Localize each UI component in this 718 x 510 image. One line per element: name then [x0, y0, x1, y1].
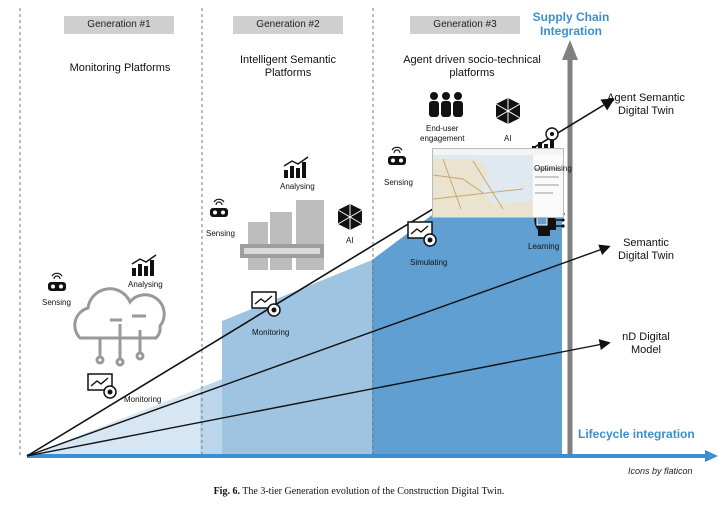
gen1-region — [27, 388, 200, 456]
gen3-simulating-label: Simulating — [410, 258, 448, 267]
gen3-optimising-label: Optimising — [534, 164, 572, 173]
icon-credit: Icons by flaticon — [628, 466, 693, 476]
robot-icon — [210, 198, 228, 217]
building-icon — [240, 200, 324, 270]
monitor-icon — [87, 373, 117, 399]
generation-1-badge: Generation #1 — [64, 16, 174, 34]
gen1-gen2-gap — [200, 379, 222, 456]
lifecycle-label: Lifecycle integration — [578, 427, 695, 441]
supply-chain-arrowhead — [562, 40, 578, 60]
cloud-network-icon — [73, 287, 166, 367]
figure-caption: Fig. 6. The 3-tier Generation evolution … — [0, 486, 718, 497]
gen1-monitoring-label: Monitoring — [124, 395, 162, 404]
gen3-learning-label: Learning — [528, 242, 560, 251]
gen2-analysing-label: Analysing — [280, 182, 315, 191]
gen3-ai-label: AI — [504, 134, 512, 143]
semantic-twin-label: Semantic Digital Twin — [617, 237, 675, 262]
gen1-sensing-label: Sensing — [42, 298, 71, 307]
gen2-monitoring-label: Monitoring — [252, 328, 290, 337]
nd-model-label: nD Digital Model — [622, 331, 670, 356]
semantic-twin-arrow — [26, 244, 611, 457]
generation-1-title: Monitoring Platforms — [69, 62, 171, 74]
lifecycle-arrowhead — [705, 450, 718, 462]
map-screenshot — [432, 148, 564, 218]
gen3-sensing-label: Sensing — [384, 178, 413, 187]
figure-caption-text: The 3-tier Generation evolution of the C… — [242, 486, 505, 497]
gen3-engagement-label: End-user engagement — [420, 124, 465, 143]
generation-2-title: Intelligent Semantic Platforms — [240, 54, 336, 79]
ai-cube-icon — [337, 204, 363, 230]
chart-icon — [283, 156, 309, 178]
figure-number: Fig. 6. — [213, 486, 240, 497]
map-graphic — [433, 149, 563, 217]
gen2-ai-label: AI — [346, 236, 354, 245]
simulating-icon — [407, 221, 437, 247]
ai-cube-icon — [495, 98, 521, 124]
robot-icon — [48, 272, 66, 291]
monitor-icon — [251, 291, 281, 317]
generation-3-title: Agent driven socio-technical platforms — [403, 54, 541, 79]
gen1-analysing-label: Analysing — [128, 280, 163, 289]
nd-model-arrow — [26, 339, 611, 457]
generation-3-badge: Generation #3 — [410, 16, 520, 34]
gen3-region — [372, 215, 562, 456]
chart-icon — [131, 254, 157, 276]
gen2-region — [222, 260, 372, 456]
agent-twin-label: Agent Semantic Digital Twin — [607, 92, 685, 117]
robot-icon — [388, 146, 406, 165]
supply-chain-label: Supply Chain Integration — [532, 10, 610, 38]
generation-2-badge: Generation #2 — [233, 16, 343, 34]
gen2-sensing-label: Sensing — [206, 229, 235, 238]
people-icon — [429, 92, 463, 117]
